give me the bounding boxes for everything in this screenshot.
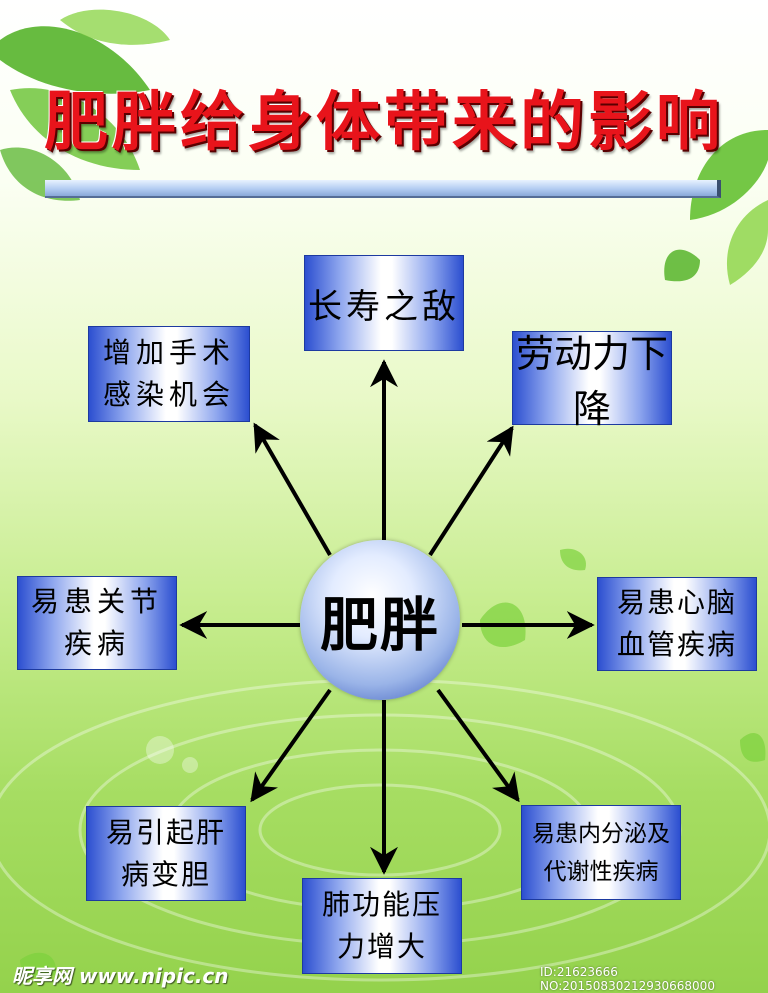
effect-box-right: 易患心脑 血管疾病 [597,577,757,671]
effect-label: 肺功能压 力增大 [321,888,442,963]
title-underline-bar [45,180,721,198]
effect-box-top: 长寿之敌 [304,255,464,351]
effect-label: 增加手术 感染机会 [102,336,235,411]
leaf-top-left-icon [0,9,170,201]
image-id-text: ID:21623666 NO:20150830212930668000 [540,965,715,993]
effect-label: 长寿之敌 [308,286,460,327]
arrow-top-left [253,422,332,556]
effect-label: 劳动力下降 [515,332,668,431]
arrow-bottom-right [436,688,520,803]
effect-box-top-right: 劳动力下降 [512,331,672,431]
effect-box-top-left: 增加手术 感染机会 [88,326,250,422]
effect-box-bottom-left: 易引起肝 病变胆 [86,806,246,901]
effect-box-bottom-right: 易患内分泌及 代谢性疾病 [521,805,681,900]
effect-label: 易引起肝 病变胆 [105,815,226,891]
effect-box-bottom: 肺功能压 力增大 [302,878,462,974]
arrow-top-right [428,425,514,557]
center-node: 肥胖 [300,540,460,700]
effect-label: 易患关节 疾病 [30,585,163,660]
effect-label: 易患内分泌及 代谢性疾病 [532,820,670,885]
watermark-logo: 昵享网 www.nipic.cn [12,964,229,988]
effect-box-left: 易患关节 疾病 [17,576,177,670]
effect-label: 易患心脑 血管疾病 [616,586,737,661]
arrow-bottom-left [250,688,332,803]
center-label: 肥胖 [319,591,440,659]
page-title: 肥胖给身体带来的影响 [44,86,724,160]
